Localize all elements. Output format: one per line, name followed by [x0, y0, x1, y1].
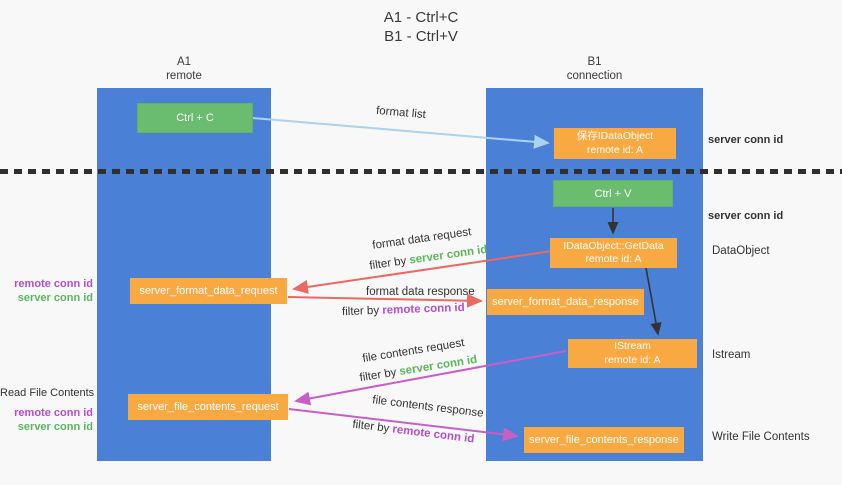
lane-a1-role: remote: [166, 70, 202, 82]
lane-a1-name: A1: [176, 56, 192, 68]
left-label-server-conn-id-top: server conn id: [17, 292, 93, 304]
filter-by-text: filter by: [341, 304, 383, 319]
right-label-server-conn-id-mid: server conn id: [708, 210, 784, 222]
node-format-response-label: server_format_data_response: [492, 296, 639, 308]
right-label-server-conn-id-top: server conn id: [708, 134, 784, 146]
lane-header-a1: A1 remote: [97, 55, 271, 83]
server-conn-id-text: server conn id: [408, 243, 489, 267]
node-file-request-label: server_file_contents_request: [137, 401, 279, 413]
node-ctrl-v: Ctrl + V: [553, 180, 673, 207]
node-save-idataobject: 保存IDataObject remote id: A: [554, 128, 676, 159]
session-separator-dotted-line: [0, 169, 842, 174]
right-label-dataobject: DataObject: [712, 245, 770, 257]
node-server-format-data-response: server_format_data_response: [487, 289, 644, 315]
remote-conn-id-text: remote conn id: [391, 423, 475, 446]
right-label-write-file-contents: Write File Contents: [712, 431, 810, 443]
edge-label-format-list: format list: [375, 104, 427, 122]
left-label-group-file: remote conn id server conn id: [0, 406, 93, 434]
title-line-1: A1 - Ctrl+C: [383, 9, 459, 26]
node-getdata-line1: IDataObject::GetData: [563, 239, 664, 252]
node-istream: IStream remote id: A: [568, 339, 697, 368]
node-getdata-line2: remote id: A: [585, 253, 642, 265]
remote-conn-id-text: remote conn id: [382, 301, 465, 317]
lane-header-b1: B1 connection: [486, 55, 703, 83]
node-istream-line2: remote id: A: [604, 353, 661, 366]
diagram-title: A1 - Ctrl+C B1 - Ctrl+V: [0, 8, 842, 46]
node-ctrl-v-label: Ctrl + V: [594, 187, 632, 200]
edge-label-filter-remote-conn-id-1: filter by remote conn id: [342, 302, 465, 318]
title-line-2: B1 - Ctrl+V: [384, 28, 458, 45]
node-idataobject-getdata: IDataObject::GetData remote id: A: [550, 238, 677, 268]
node-server-file-contents-request: server_file_contents_request: [128, 394, 288, 420]
left-label-remote-conn-id-top: remote conn id: [14, 278, 93, 290]
lane-b1-name: B1: [587, 56, 602, 68]
edge-label-filter-remote-conn-id-2: filter by remote conn id: [352, 419, 475, 446]
node-istream-line1: IStream: [614, 340, 651, 352]
left-label-remote-conn-id-bottom: remote conn id: [14, 407, 93, 419]
node-file-response-label: server_file_contents_response: [529, 434, 679, 446]
filter-by-text: filter by: [358, 366, 401, 385]
node-save-idataobject-line1: 保存IDataObject: [576, 130, 654, 142]
filter-by-text: filter by: [368, 254, 411, 273]
left-label-group-format: remote conn id server conn id: [0, 277, 93, 305]
node-save-idataobject-line2: remote id: A: [586, 143, 644, 156]
left-label-server-conn-id-bottom: server conn id: [17, 421, 93, 433]
edge-label-format-data-response: format data response: [366, 286, 475, 298]
node-ctrl-c: Ctrl + C: [137, 103, 253, 133]
right-label-istream: Istream: [712, 349, 751, 361]
lane-b1-role: connection: [566, 70, 623, 82]
edge-label-file-contents-response: file contents response: [371, 394, 485, 420]
node-server-file-contents-response: server_file_contents_response: [524, 427, 684, 453]
node-ctrl-c-label: Ctrl + C: [176, 112, 214, 124]
left-label-read-file-contents: Read File Contents: [0, 387, 95, 399]
node-server-format-data-request: server_format_data_request: [130, 278, 287, 304]
node-format-request-label: server_format_data_request: [139, 285, 278, 297]
filter-by-text: filter by: [351, 418, 394, 436]
